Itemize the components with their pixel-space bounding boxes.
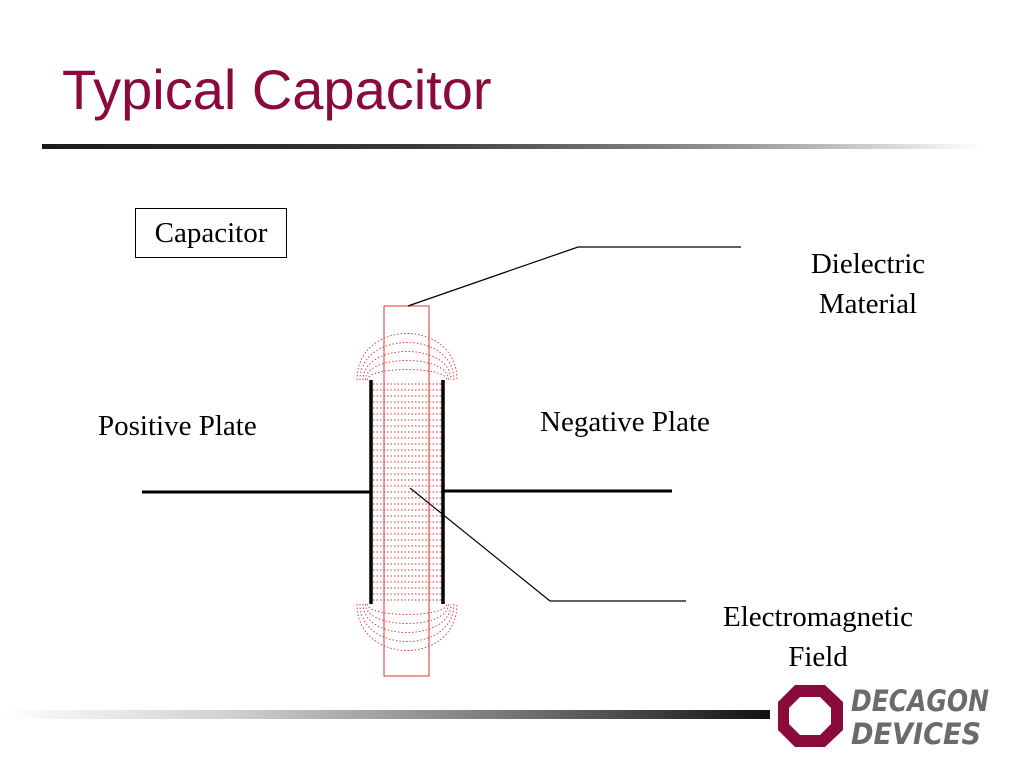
- fringe-field-arc-top: [366, 369, 448, 381]
- fringe-field-arc-top: [359, 342, 455, 381]
- dielectric-label-line1: Dielectric: [810, 248, 926, 280]
- positive-plate-label: Positive Plate: [98, 410, 257, 442]
- dielectric-label-line2: Material: [818, 288, 918, 320]
- title-underline: [42, 144, 982, 149]
- negative-plate-label: Negative Plate: [540, 406, 710, 438]
- fringe-field-arc-top: [364, 360, 450, 381]
- octagon-logo-icon: [778, 685, 843, 747]
- logo-line1: DECAGON: [851, 684, 989, 718]
- footer-rule: [0, 710, 770, 719]
- decagon-devices-logo: DECAGON DEVICES: [778, 684, 989, 750]
- dielectric-material-label: Dielectric Material: [790, 244, 946, 324]
- fringe-field-arc-bottom: [362, 603, 452, 633]
- fringe-field-arc-bottom: [359, 603, 455, 642]
- logo-line2: DEVICES: [851, 717, 981, 750]
- fringe-field-arc-bottom: [364, 603, 450, 624]
- fringe-field-arc-bottom: [356, 603, 458, 651]
- electromagnetic-field-label: Electromagnetic Field: [700, 597, 936, 677]
- field-label-line2: Field: [788, 641, 848, 673]
- fringe-field-arc-top: [362, 351, 452, 381]
- dielectric-leader-line: [407, 246, 741, 307]
- slide-title: Typical Capacitor: [62, 58, 492, 121]
- field-label-line1: Electromagnetic: [722, 601, 913, 633]
- dielectric-material: [383, 305, 430, 677]
- capacitor-label: Capacitor: [154, 216, 268, 249]
- capacitor-label-box: Capacitor: [135, 208, 287, 258]
- fringe-field-arc-top: [356, 333, 458, 381]
- field-leader-line: [409, 487, 686, 602]
- electromagnetic-field: [356, 333, 458, 651]
- fringe-field-arc-bottom: [366, 603, 448, 615]
